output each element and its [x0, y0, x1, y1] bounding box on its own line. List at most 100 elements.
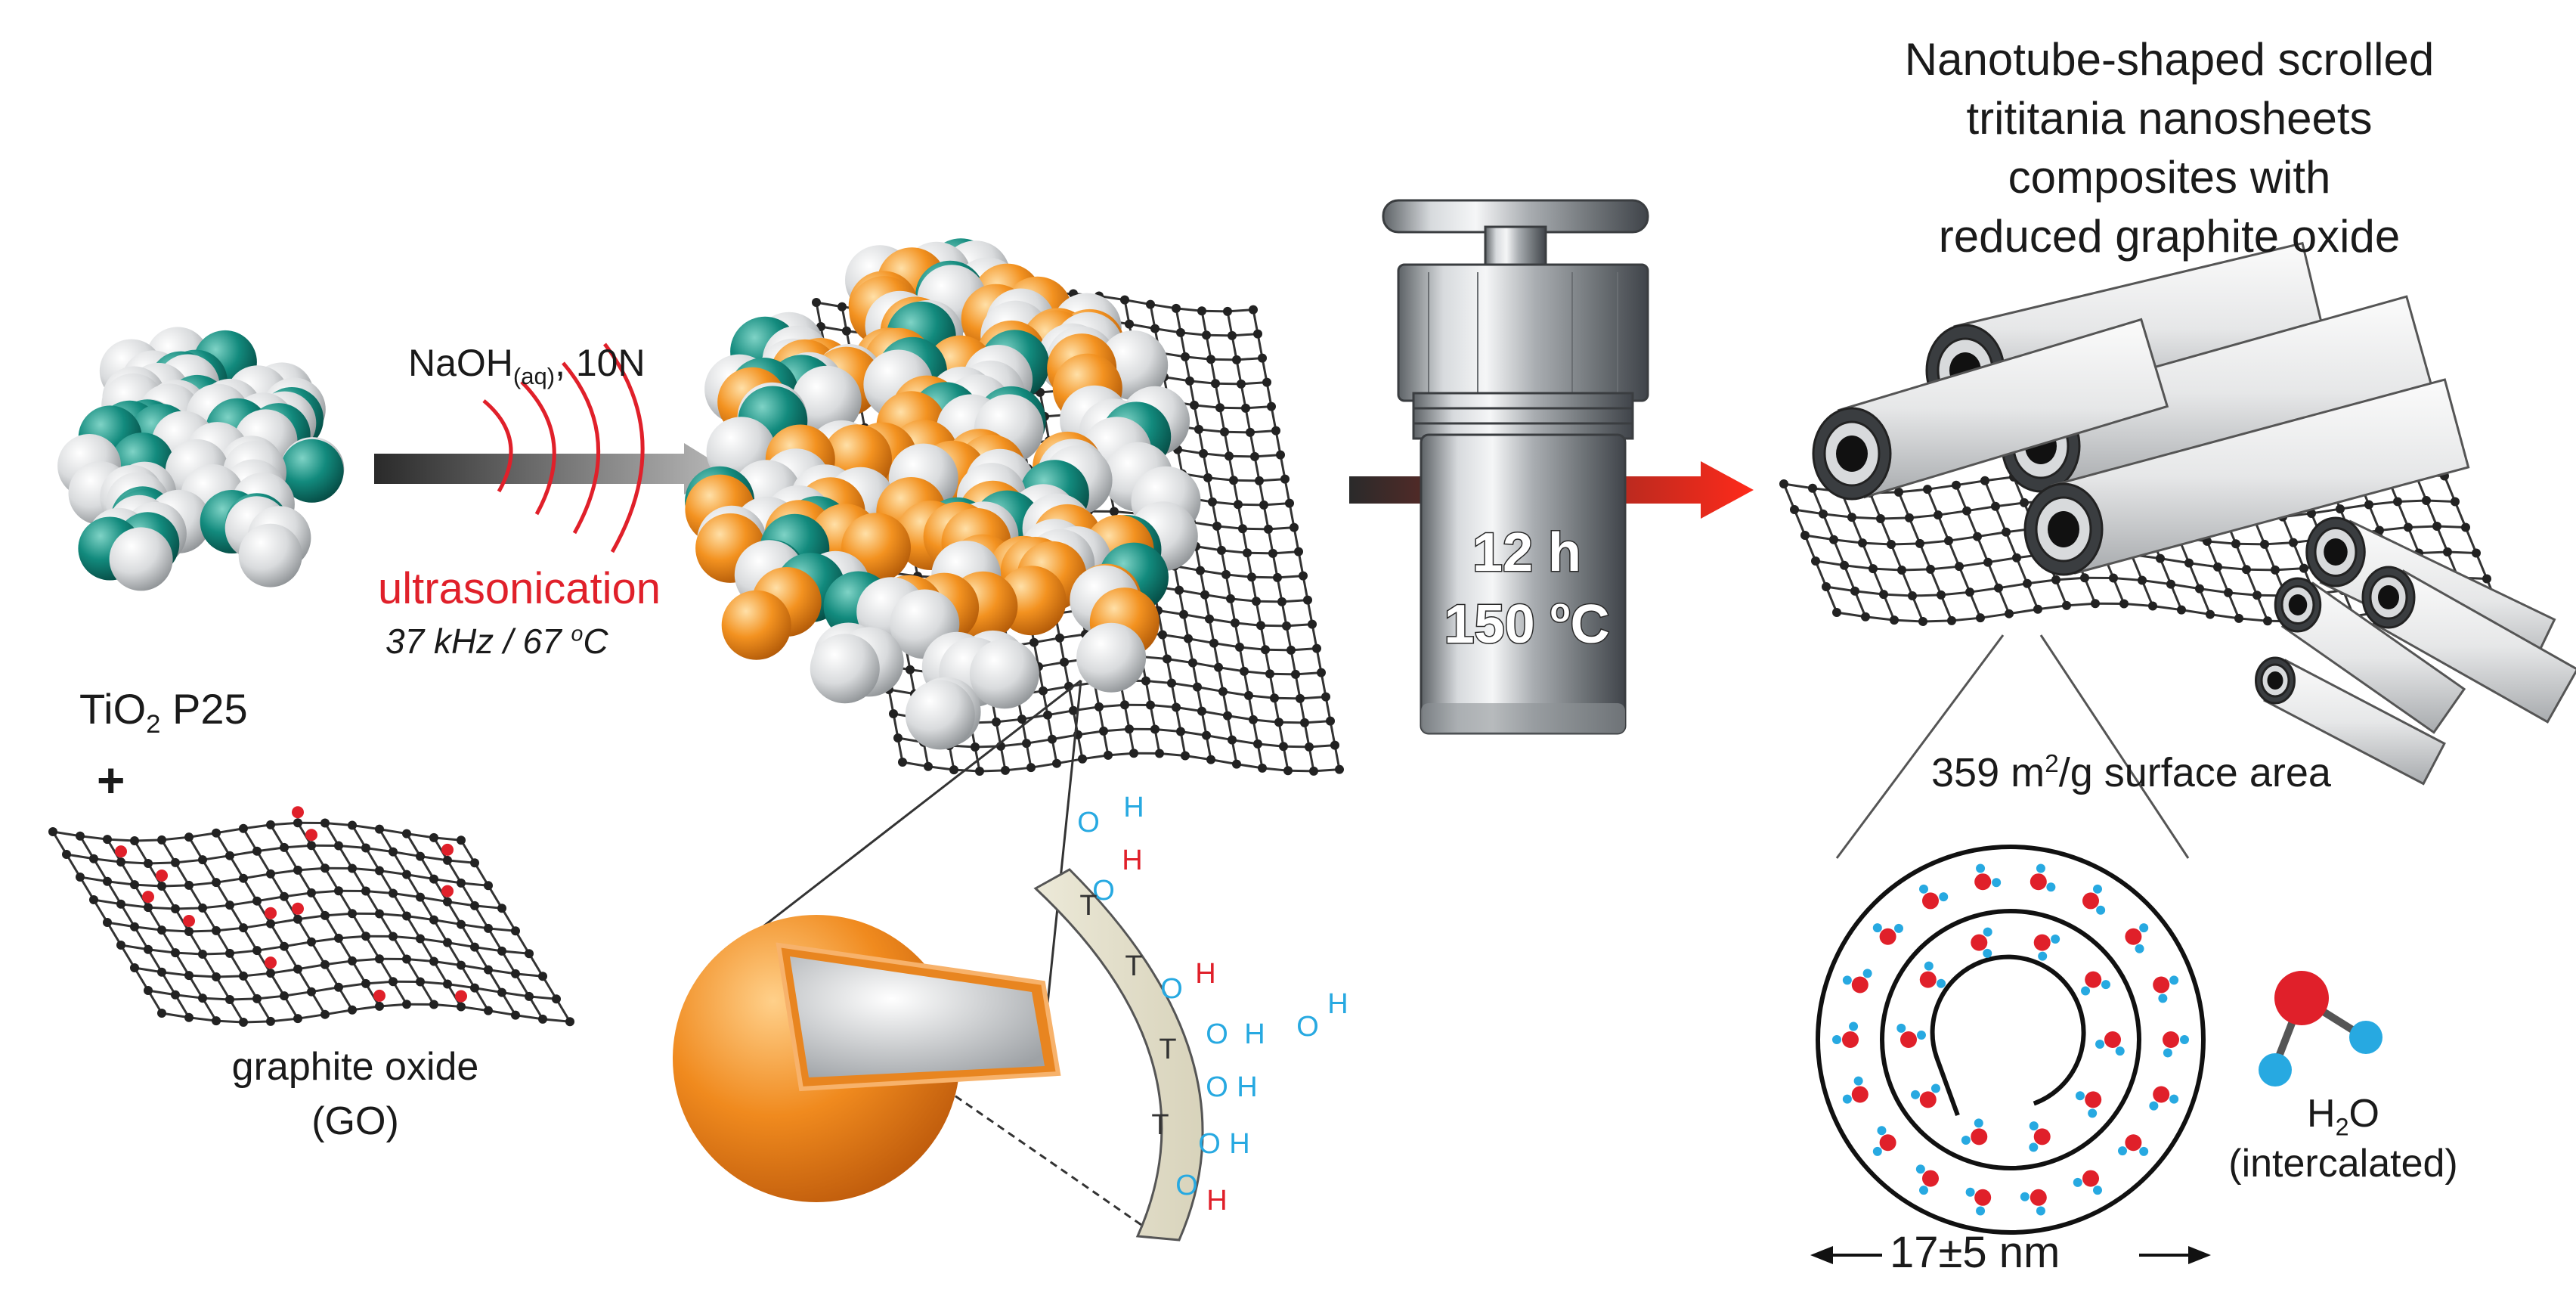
title-line-3: composites with — [1814, 148, 2525, 207]
carbon-atom — [416, 977, 425, 986]
carbon-atom — [1226, 594, 1235, 603]
carbon-atom — [1172, 304, 1181, 313]
carbon-atom — [1840, 561, 1849, 570]
carbon-atom — [157, 835, 166, 845]
carbon-atom — [1983, 558, 1992, 567]
carbon-atom — [2271, 566, 2280, 575]
carbon-atom — [157, 882, 166, 891]
carbon-atom — [889, 709, 898, 718]
carbon-atom — [511, 926, 520, 935]
carbon-atom — [1973, 532, 1982, 541]
carbon-atom — [266, 919, 275, 928]
water-oxygen — [1974, 1189, 1991, 1206]
carbon-atom — [1994, 584, 2003, 593]
sonic-cond-sup: o — [571, 622, 583, 646]
carbon-atom — [497, 947, 506, 956]
carbon-atom — [76, 873, 85, 882]
carbon-atom — [1249, 305, 1258, 315]
water-hydrogen — [1976, 863, 1985, 873]
carbon-atom — [1141, 676, 1150, 685]
nanotube-core — [2048, 511, 2079, 547]
carbon-atom — [1309, 767, 1318, 776]
carbon-atom — [361, 844, 370, 853]
carbon-atom — [239, 923, 248, 932]
carbon-atom — [457, 1003, 466, 1012]
water-hydrogen — [2038, 952, 2047, 961]
carbon-atom — [538, 1015, 547, 1024]
carbon-atom — [470, 858, 479, 867]
carbon-atom — [1212, 522, 1221, 531]
carbon-atom — [1176, 727, 1185, 736]
carbon-atom — [334, 886, 343, 895]
carbon-atom — [116, 900, 125, 909]
tio2-label: TiO2 P25 — [79, 688, 248, 730]
carbon-atom — [103, 877, 112, 886]
nanotube-core — [1836, 436, 1868, 472]
carbon-atom — [838, 302, 847, 312]
carbon-atom — [2177, 606, 2186, 615]
carbon-atom — [1188, 659, 1197, 668]
carbon-atom — [2062, 601, 2071, 610]
carbon-atom — [1265, 669, 1274, 678]
carbon-atom — [62, 850, 71, 859]
carbon-atom — [266, 820, 275, 829]
water-hydrogen — [2180, 1035, 2189, 1044]
surface-atom-label: H — [1327, 988, 1348, 1020]
carbon-atom — [1944, 536, 1953, 545]
carbon-atom — [320, 1010, 330, 1019]
carbon-atom — [1800, 531, 1810, 540]
carbon-atom — [1779, 479, 1788, 488]
carbon-atom — [1268, 549, 1277, 558]
carbon-atom — [1305, 742, 1314, 752]
carbon-atom — [2033, 605, 2042, 614]
carbon-atom — [1078, 755, 1087, 764]
water-oxygen — [2034, 1128, 2051, 1145]
carbon-atom — [1172, 703, 1181, 712]
carbon-atom — [1208, 498, 1217, 507]
carbon-atom — [2184, 559, 2194, 568]
carbon-atom — [457, 835, 466, 845]
carbon-atom — [1060, 658, 1069, 667]
carbon-atom — [320, 818, 330, 827]
carbon-atom — [307, 888, 316, 897]
water-hydrogen — [1832, 1035, 1841, 1044]
oxygen-atom — [292, 806, 304, 818]
carbon-atom — [525, 992, 534, 1001]
carbon-atom — [457, 879, 466, 888]
carbon-atom — [171, 858, 180, 867]
surface-atom-label: O — [1206, 1071, 1228, 1103]
water-hydrogen — [2149, 1102, 2158, 1111]
carbon-atom — [2404, 522, 2413, 532]
carbon-atom — [1223, 711, 1232, 721]
carbon-atom — [1280, 475, 1290, 484]
carbon-atom — [1286, 646, 1296, 655]
water-hydrogen — [1916, 1164, 1925, 1173]
carbon-atom — [320, 863, 330, 873]
water-hydrogen — [2036, 863, 2045, 873]
carbon-atom — [144, 986, 153, 995]
water-oxygen — [2153, 1087, 2169, 1103]
sa-suffix: /g surface area — [2059, 750, 2331, 795]
carbon-atom — [402, 954, 411, 963]
carbon-atom — [1205, 615, 1214, 624]
carbon-atom — [1247, 572, 1256, 581]
carbon-atom — [2252, 591, 2262, 600]
carbon-atom — [1214, 663, 1223, 672]
carbon-atom — [1175, 586, 1184, 595]
carbon-atom — [116, 941, 125, 950]
oxygen-atom — [292, 903, 304, 915]
carbon-atom — [1228, 736, 1237, 745]
carbon-atom — [1129, 749, 1138, 758]
carbon-atom — [2260, 540, 2269, 549]
carbon-atom — [1279, 742, 1288, 751]
carbon-atom — [2443, 547, 2452, 556]
carbon-atom — [2012, 553, 2021, 563]
atom-sphere — [906, 680, 975, 749]
carbon-atom — [1291, 670, 1300, 679]
reagent-label: NaOH(aq), 10N — [408, 344, 646, 382]
carbon-atom — [130, 836, 139, 845]
carbon-atom — [348, 1006, 357, 1015]
carbon-atom — [1196, 566, 1205, 575]
carbon-atom — [1255, 476, 1264, 485]
water-hydrogen — [1843, 1095, 1852, 1104]
